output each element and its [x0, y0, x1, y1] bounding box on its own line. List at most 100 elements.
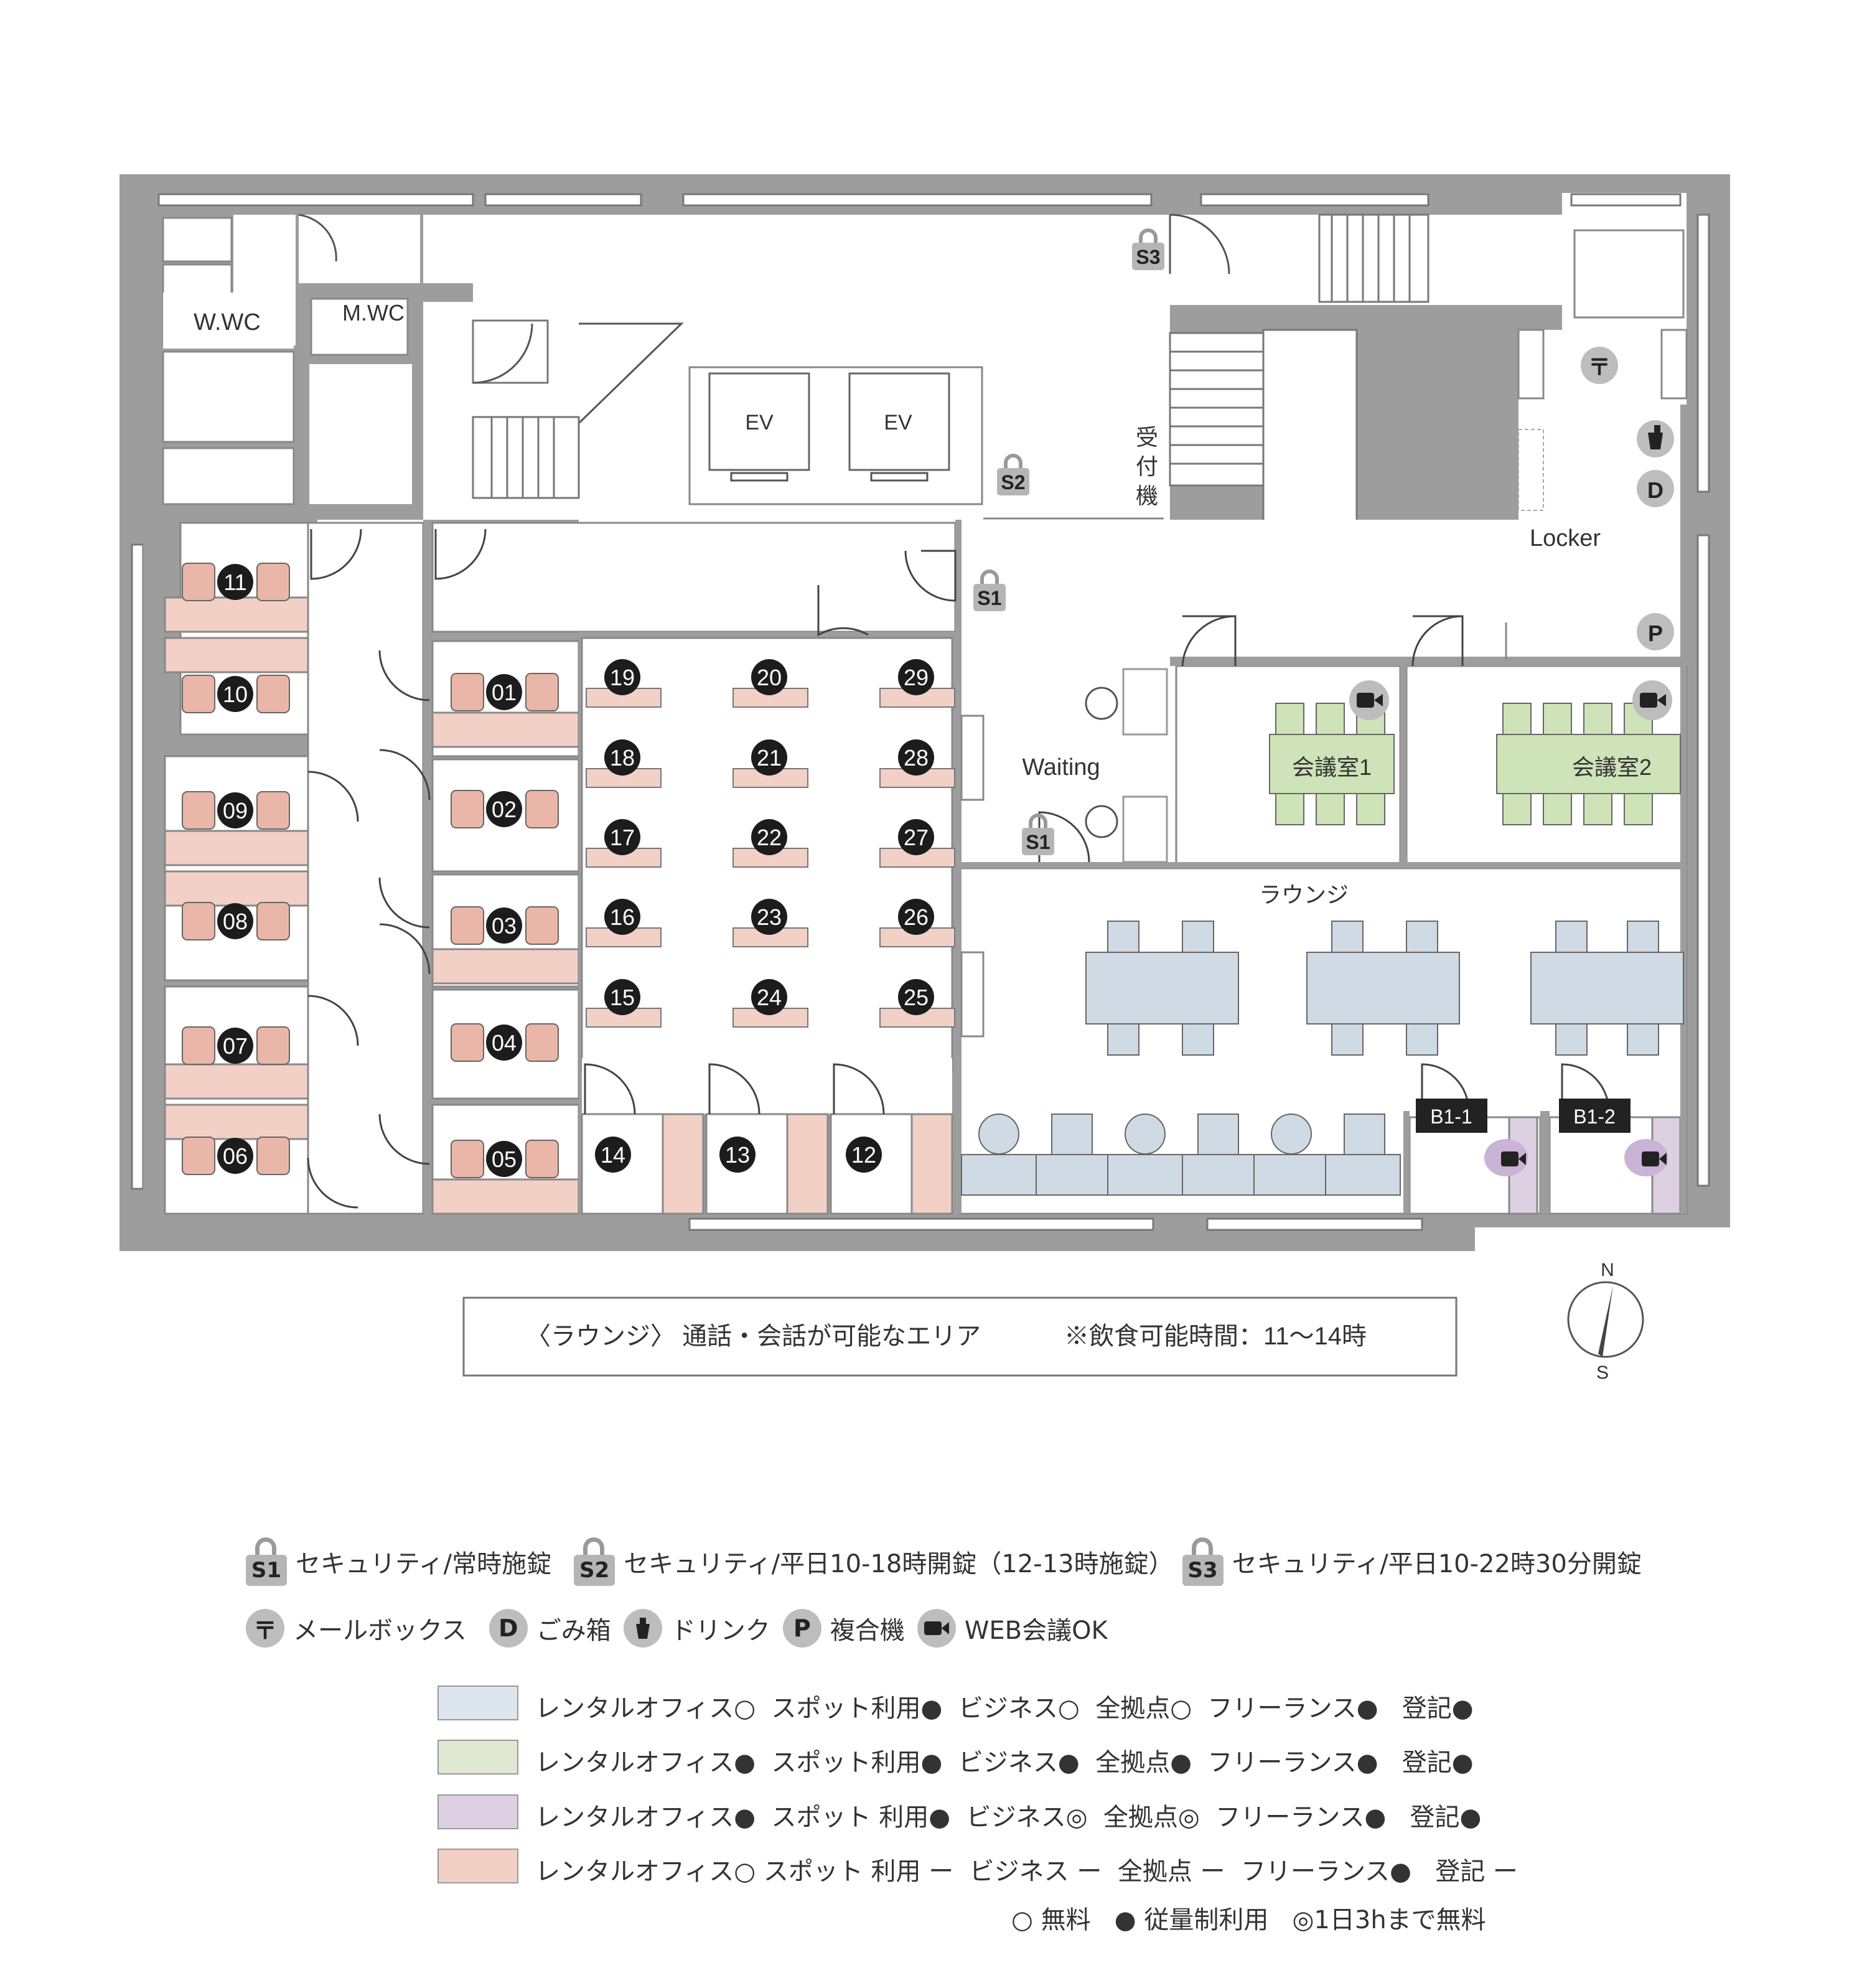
lock-shackle [980, 570, 999, 585]
office-02-marker-marker-bg [486, 791, 522, 827]
chair [256, 675, 290, 713]
chair [182, 791, 215, 830]
chair [256, 902, 290, 940]
office-05-marker-marker-bg [486, 1141, 522, 1177]
desk-16-marker-marker-bg [604, 899, 640, 935]
desk-19-marker: 19 [610, 665, 635, 690]
desk-17-marker-marker-bg [604, 819, 640, 855]
legend-security: S1 セキュリティ/常時施錠 S2 セキュリティ/平日10-18時開錠（12-1… [246, 1537, 1642, 1586]
desk-29-marker-marker-bg [898, 659, 934, 695]
desk-18-marker: 18 [610, 745, 635, 771]
chair [182, 675, 215, 713]
desk-23-marker-marker-bg [751, 899, 787, 935]
desk-24-marker-marker-bg [751, 979, 787, 1015]
chair [182, 563, 215, 601]
office-09-marker-marker-bg [217, 792, 253, 828]
partition-lines [960, 517, 1507, 1038]
chair [525, 1023, 559, 1062]
chair [256, 791, 290, 830]
swatch-meeting [438, 1740, 518, 1775]
office-10-marker: 10 [223, 682, 248, 707]
chair [182, 1026, 215, 1065]
lock-shackle [1139, 228, 1158, 244]
plan-service-icons: 〒 D P [1349, 347, 1674, 1166]
interior-walls [955, 405, 1687, 1214]
meeting-room-1-label: 会議室1 [1292, 754, 1372, 780]
lock-body [973, 584, 1006, 611]
legend-s1-text: セキュリティ/常時施錠 [296, 1550, 552, 1578]
desk-17-marker: 17 [610, 825, 635, 850]
private-office-block-left [143, 520, 424, 1220]
lock-body [997, 468, 1029, 495]
notice-meal-text: ※飲食可能時間：11〜14時 [1064, 1323, 1367, 1350]
office-08-marker-marker-bg [217, 903, 253, 939]
booth-labels: B1-1 B1-2 [1416, 1099, 1668, 1176]
service-row-meeting: レンタルオフィス● スポット利用● ビジネス● 全拠点● フリーランス● 登記● [535, 1748, 1474, 1777]
chair [525, 1140, 559, 1178]
office-04-marker: 04 [492, 1030, 517, 1056]
desk-25-marker-marker-bg [898, 979, 934, 1015]
meeting-room-2-label: 会議室2 [1572, 754, 1652, 780]
office-03-marker-marker-bg [486, 907, 522, 944]
office-06-marker: 06 [223, 1143, 248, 1169]
trash-icon: D [489, 1609, 528, 1648]
chair [525, 673, 559, 711]
desk-20-marker: 20 [757, 665, 782, 690]
desk-25-marker: 25 [904, 985, 929, 1010]
office-02-marker: 02 [492, 797, 517, 822]
service-row-lounge: レンタルオフィス○ スポット利用● ビジネス○ 全拠点○ フリーランス● 登記● [535, 1694, 1474, 1723]
desk-24-marker: 24 [757, 985, 782, 1010]
legend-s3-text: セキュリティ/平日10-22時30分開錠 [1232, 1550, 1642, 1578]
m-wc-label: M.WC [342, 300, 405, 326]
service-note: ○ 無料 ● 従量制利用 ◎1日3hまで無料 [1011, 1906, 1486, 1934]
s1-lock-label: S1 [977, 587, 1001, 609]
s2-lock-label: S2 [1001, 471, 1025, 494]
lounge-furniture [961, 921, 1684, 1196]
office-09-marker: 09 [223, 798, 248, 823]
ev-label-2: EV [884, 411, 912, 434]
waiting-label: Waiting [1022, 754, 1100, 781]
door-swings [307, 528, 1610, 1209]
ev-label-1: EV [745, 411, 774, 434]
booth-b1-1-label: B1-1 [1430, 1105, 1472, 1128]
office-06-marker-marker-bg [217, 1138, 253, 1174]
office-07-marker: 07 [223, 1033, 248, 1059]
desk-20-marker-marker-bg [751, 659, 787, 695]
restroom-core [143, 213, 983, 520]
desk-13-marker: 13 [725, 1142, 750, 1168]
chair [525, 790, 559, 828]
printer-icon: P [1648, 621, 1663, 646]
chair [182, 1137, 215, 1175]
desk-15-marker: 15 [610, 985, 635, 1010]
legend-printer-text: 複合機 [830, 1616, 905, 1645]
s3-lock-icon: S3 [1182, 1537, 1224, 1586]
chair [451, 906, 484, 945]
s2-lock-icon: S2 [574, 1537, 615, 1586]
chair [182, 902, 215, 940]
legend-web-text: WEB会議OK [964, 1616, 1108, 1645]
office-04-marker-marker-bg [486, 1024, 522, 1061]
meeting-room-tables [1269, 703, 1681, 825]
s1-lock-label: S1 [1026, 831, 1050, 853]
chair [256, 563, 290, 601]
desk-18-marker-marker-bg [604, 739, 640, 776]
desk-22-marker-marker-bg [751, 819, 787, 855]
video-camera-icon [917, 1609, 956, 1648]
chair [256, 1026, 290, 1065]
desk-23-marker: 23 [757, 904, 782, 930]
compass-north: N [1601, 1260, 1614, 1280]
legend-facilities: 〒 メールボックス D ごみ箱 ドリンク P 複合機 WEB会議OK [246, 1609, 1108, 1648]
compass: N S [1567, 1260, 1644, 1383]
legend-drink-text: ドリンク [670, 1616, 770, 1645]
desk-14-marker: 14 [601, 1142, 625, 1168]
desk-22-marker: 22 [757, 825, 782, 850]
chair [451, 673, 484, 711]
mailbox-icon: 〒 [1588, 354, 1611, 380]
desk-28-marker-marker-bg [898, 739, 934, 776]
service-row-office: レンタルオフィス○ スポット 利用 ー ビジネス ー 全拠点 ー フリーランス●… [535, 1857, 1518, 1886]
office-05-marker: 05 [492, 1146, 517, 1172]
